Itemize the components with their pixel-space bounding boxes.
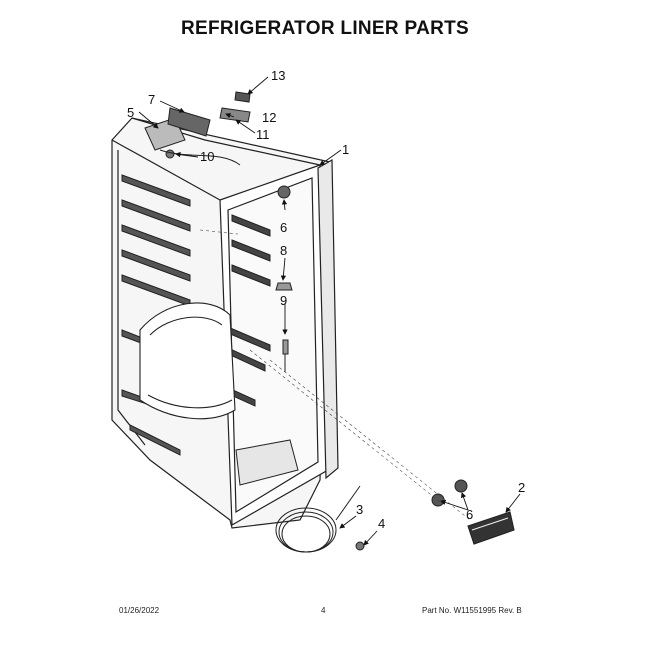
callout-11: 11: [256, 127, 270, 142]
footer-date: 01/26/2022: [119, 606, 160, 615]
callout-10: 10: [200, 149, 214, 164]
coiled-tube: [275, 485, 361, 553]
projection-lines: [199, 229, 471, 521]
callout-2: 2: [518, 480, 525, 495]
crisper-cradle: [139, 302, 236, 420]
callout-3: 3: [356, 502, 363, 517]
screw: [355, 541, 365, 551]
callout-8: 8: [280, 243, 287, 258]
footer-page-number: 4: [321, 606, 326, 615]
callout-12: 12: [262, 110, 276, 125]
callout-6-lower: 6: [466, 507, 473, 522]
leader-lines: [138, 76, 521, 546]
right-wall-components: [275, 185, 293, 372]
handle-cover: [467, 511, 515, 545]
page-title: REFRIGERATOR LINER PARTS: [181, 18, 469, 39]
callout-4: 4: [378, 516, 385, 531]
callout-5: 5: [127, 105, 134, 120]
bulb-holders: [431, 479, 468, 507]
footer-part-number: Part No. W11551995 Rev. B: [422, 606, 522, 615]
callout-1: 1: [342, 142, 349, 157]
callout-7: 7: [148, 92, 155, 107]
callout-6-upper: 6: [280, 220, 287, 235]
callout-9: 9: [280, 293, 287, 308]
callout-13: 13: [271, 68, 285, 83]
bottom-trough: [235, 439, 299, 486]
